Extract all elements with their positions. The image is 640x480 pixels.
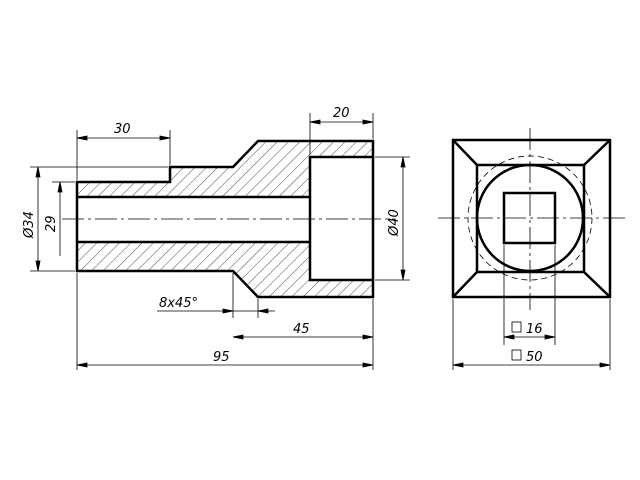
dim-45: 45	[293, 322, 310, 337]
outer-contour	[75, 139, 375, 299]
dim-sq16: 16	[526, 322, 543, 337]
counterbore-contour	[308, 155, 373, 282]
dim-95: 95	[213, 350, 230, 365]
end-dimensions	[452, 245, 611, 370]
section-view	[62, 139, 395, 299]
hatch-lower	[77, 242, 373, 297]
end-view	[438, 128, 625, 310]
front-dimension-texts: 30 20 Ø34 29 Ø40 8x45° 45 95	[22, 106, 402, 365]
dim-dia34: Ø34	[22, 211, 37, 239]
dim-20: 20	[333, 106, 350, 121]
end-dimension-texts: 16 50	[526, 322, 543, 365]
dim-dia40: Ø40	[387, 209, 402, 237]
outer-square	[451, 138, 612, 299]
dim-29: 29	[44, 215, 59, 232]
hatch-upper	[77, 141, 373, 197]
dim-sq50: 50	[526, 350, 543, 365]
dim-30: 30	[114, 122, 131, 137]
front-dimensions	[30, 113, 410, 370]
dim-chamfer: 8x45°	[159, 296, 198, 311]
